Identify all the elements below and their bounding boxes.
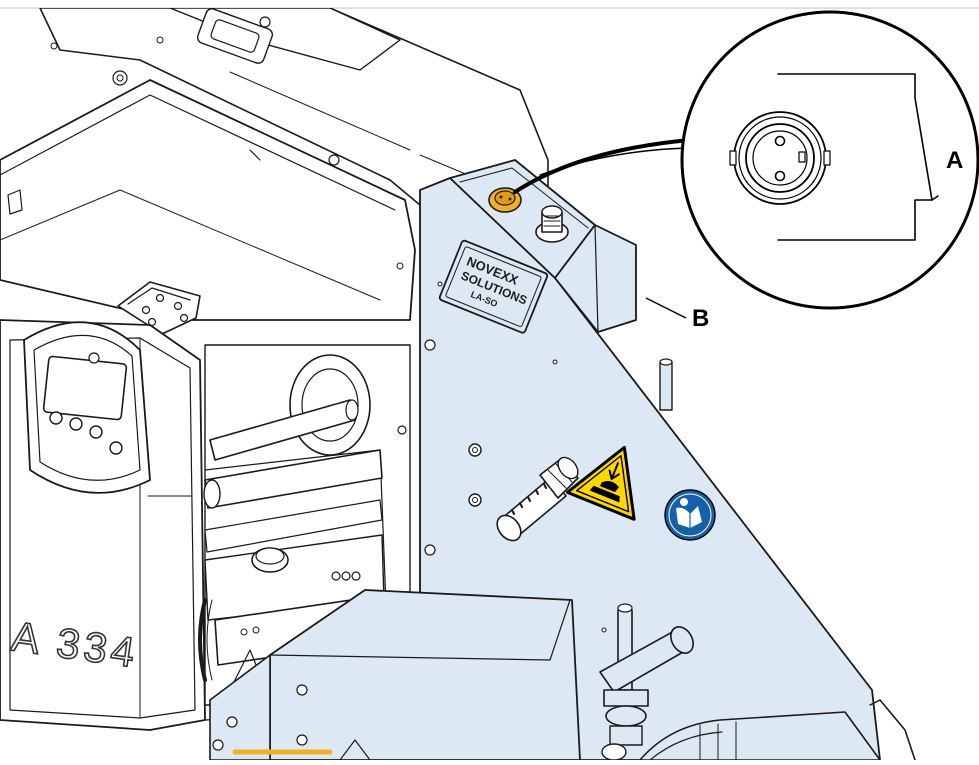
control-panel <box>23 321 151 494</box>
label-roll-housing <box>639 699 916 760</box>
read-manual-icon <box>664 489 716 541</box>
spring-knob <box>496 456 579 542</box>
logo-plate <box>438 239 549 334</box>
electronics-box <box>449 159 637 333</box>
panel-button-3 <box>89 425 103 439</box>
hand-crush-warning-icon <box>565 445 636 521</box>
printer-housing <box>0 79 416 321</box>
callout-b-label: B <box>692 305 709 332</box>
panel-button-1 <box>49 411 63 425</box>
printer-mechanism <box>198 262 411 721</box>
guide-rod <box>659 358 673 411</box>
printer-top-frame <box>39 8 549 206</box>
callout-a-label: A <box>946 147 963 174</box>
m12-connector <box>535 205 569 243</box>
panel-button-2 <box>69 417 83 431</box>
callout-b-leader <box>645 297 687 319</box>
panel-button-4 <box>109 441 123 455</box>
display-screen <box>42 355 128 421</box>
yellow-connector <box>488 187 522 213</box>
applicator-lower-block <box>209 589 581 760</box>
detail-leader-cable <box>513 138 692 194</box>
clamping-lever <box>599 603 694 760</box>
detail-view-circle <box>680 10 979 310</box>
status-led <box>88 352 100 364</box>
